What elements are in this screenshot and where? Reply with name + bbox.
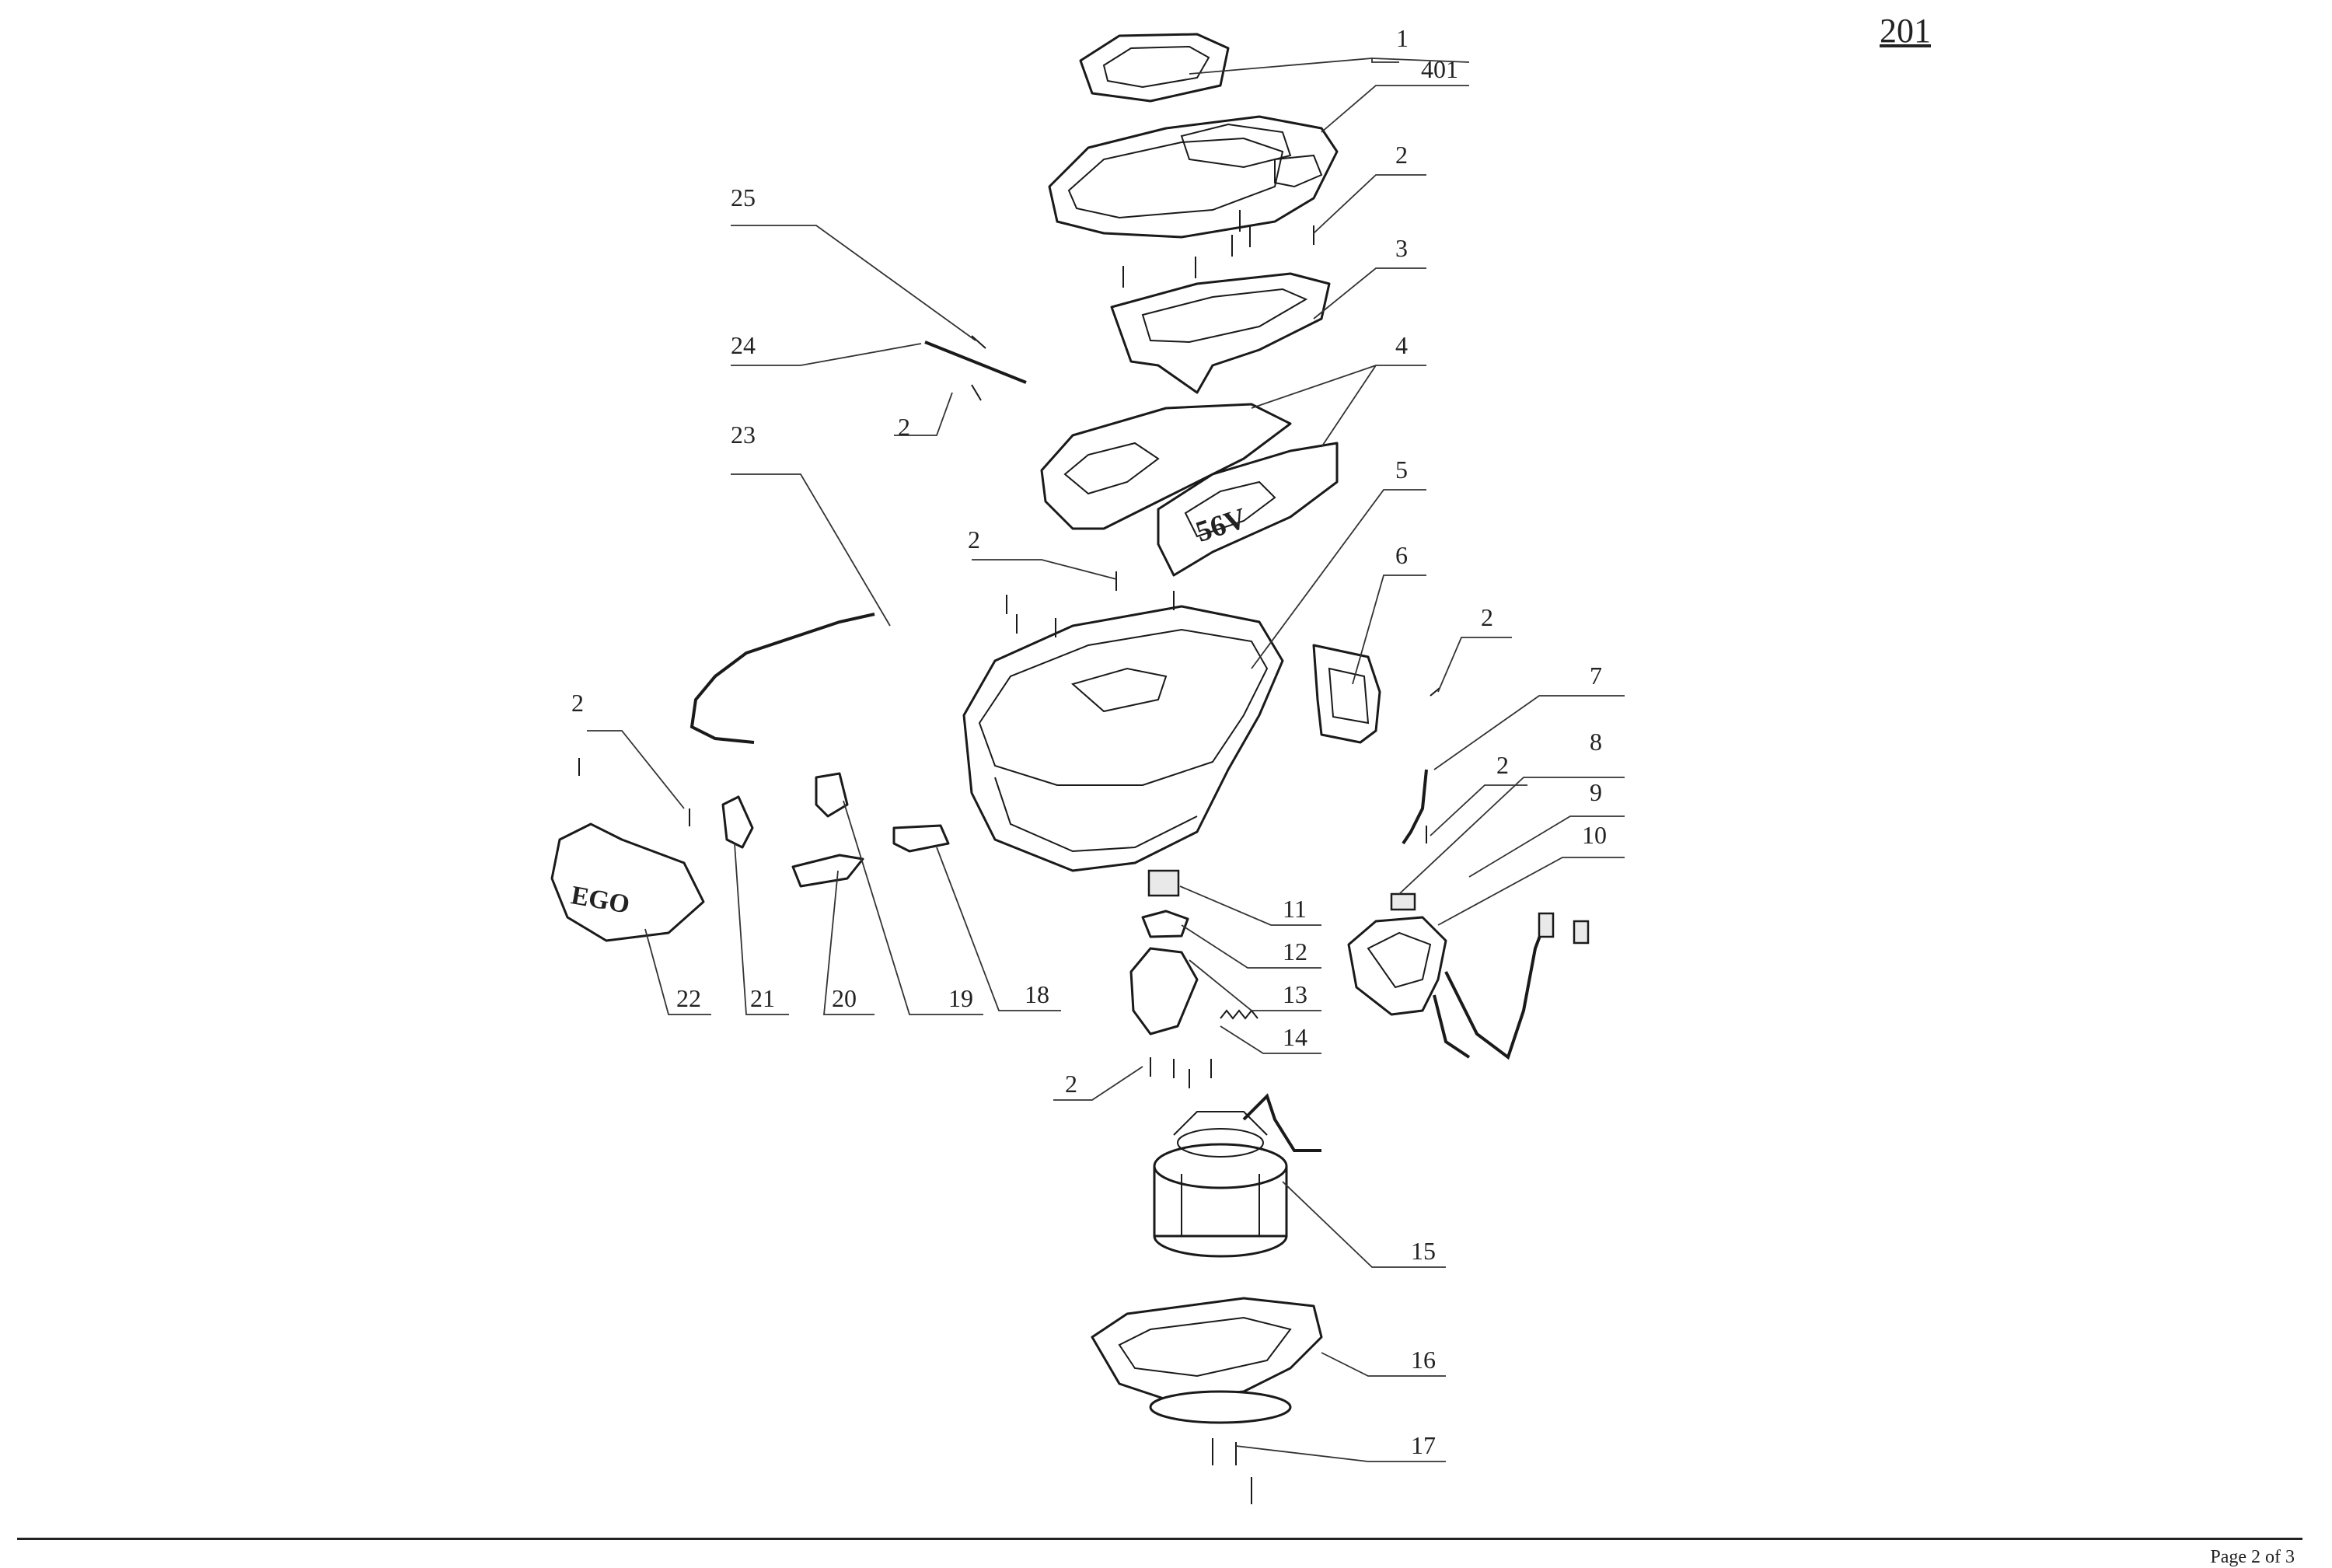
callout-16: 16 [1411, 1346, 1436, 1374]
leader-lines [587, 58, 1625, 1462]
callout-8: 8 [1590, 728, 1602, 756]
drawing-number: 201 [1880, 12, 1931, 50]
part-19-button [815, 772, 849, 818]
callout-24: 24 [731, 331, 756, 359]
part-14-spring [1220, 1009, 1259, 1020]
callout-12: 12 [1283, 938, 1307, 966]
page-number: Page 2 of 3 [2210, 1547, 2295, 1567]
callout-20: 20 [832, 984, 857, 1012]
callout-22: 22 [676, 984, 701, 1012]
part-23-wire-harness [689, 613, 875, 744]
part-6-side-bracket [1312, 644, 1381, 744]
callout-18: 18 [1025, 980, 1049, 1008]
callout-14: 14 [1283, 1023, 1307, 1051]
callout-5: 5 [1395, 456, 1408, 484]
part-22-front-cover: EGO [550, 822, 705, 942]
callout-labels: 1 401 2 3 4 5 6 2 7 2 8 9 10 11 12 13 14… [571, 24, 1607, 1459]
part-8-10-board-assembly [1347, 892, 1590, 1060]
callout-13: 13 [1283, 980, 1307, 1008]
part-21-clip [721, 795, 754, 849]
callout-2-rod: 2 [898, 413, 910, 441]
callout-15: 15 [1411, 1237, 1436, 1265]
part-401-top-housing [1048, 115, 1339, 239]
callout-3: 3 [1395, 234, 1408, 262]
callout-2-switch: 2 [1496, 751, 1509, 779]
callout-1: 1 [1396, 24, 1409, 52]
part-11-switch-block [1147, 869, 1180, 897]
callout-10: 10 [1582, 821, 1607, 849]
callout-6: 6 [1395, 541, 1408, 569]
callout-2-left: 2 [571, 689, 584, 717]
part-1-top-cap [1079, 33, 1230, 103]
part-16-base [1091, 1297, 1323, 1424]
callout-21: 21 [750, 984, 775, 1012]
callout-25: 25 [731, 183, 756, 211]
callout-401: 401 [1421, 55, 1458, 83]
part-24-rod [924, 340, 1027, 384]
callout-7: 7 [1590, 662, 1602, 690]
part-3-inner-cover [1110, 272, 1331, 394]
part-15-motor [1153, 1093, 1321, 1258]
part-18-latch [892, 824, 950, 853]
part-25-pin [971, 335, 986, 349]
callout-11: 11 [1283, 895, 1307, 923]
screws [578, 210, 1440, 1504]
part-12-switch-cover [1141, 910, 1189, 938]
footer-rule [17, 1538, 2302, 1540]
part-5-main-housing [962, 605, 1284, 872]
callout-2-motor: 2 [1065, 1070, 1077, 1098]
callout-9: 9 [1590, 778, 1602, 806]
part-7-cable [1402, 769, 1428, 845]
callout-17: 17 [1411, 1431, 1436, 1459]
callout-2-housing: 2 [968, 526, 980, 554]
callout-4: 4 [1395, 331, 1408, 359]
part-20-trigger [791, 854, 864, 888]
part-4-side-covers: 56V [1040, 403, 1339, 577]
callout-19: 19 [948, 984, 973, 1012]
callout-2-upper: 2 [1395, 141, 1408, 169]
callout-2-right: 2 [1481, 603, 1493, 631]
part-13-trigger-bracket [1129, 947, 1199, 1035]
callout-23: 23 [731, 421, 756, 449]
